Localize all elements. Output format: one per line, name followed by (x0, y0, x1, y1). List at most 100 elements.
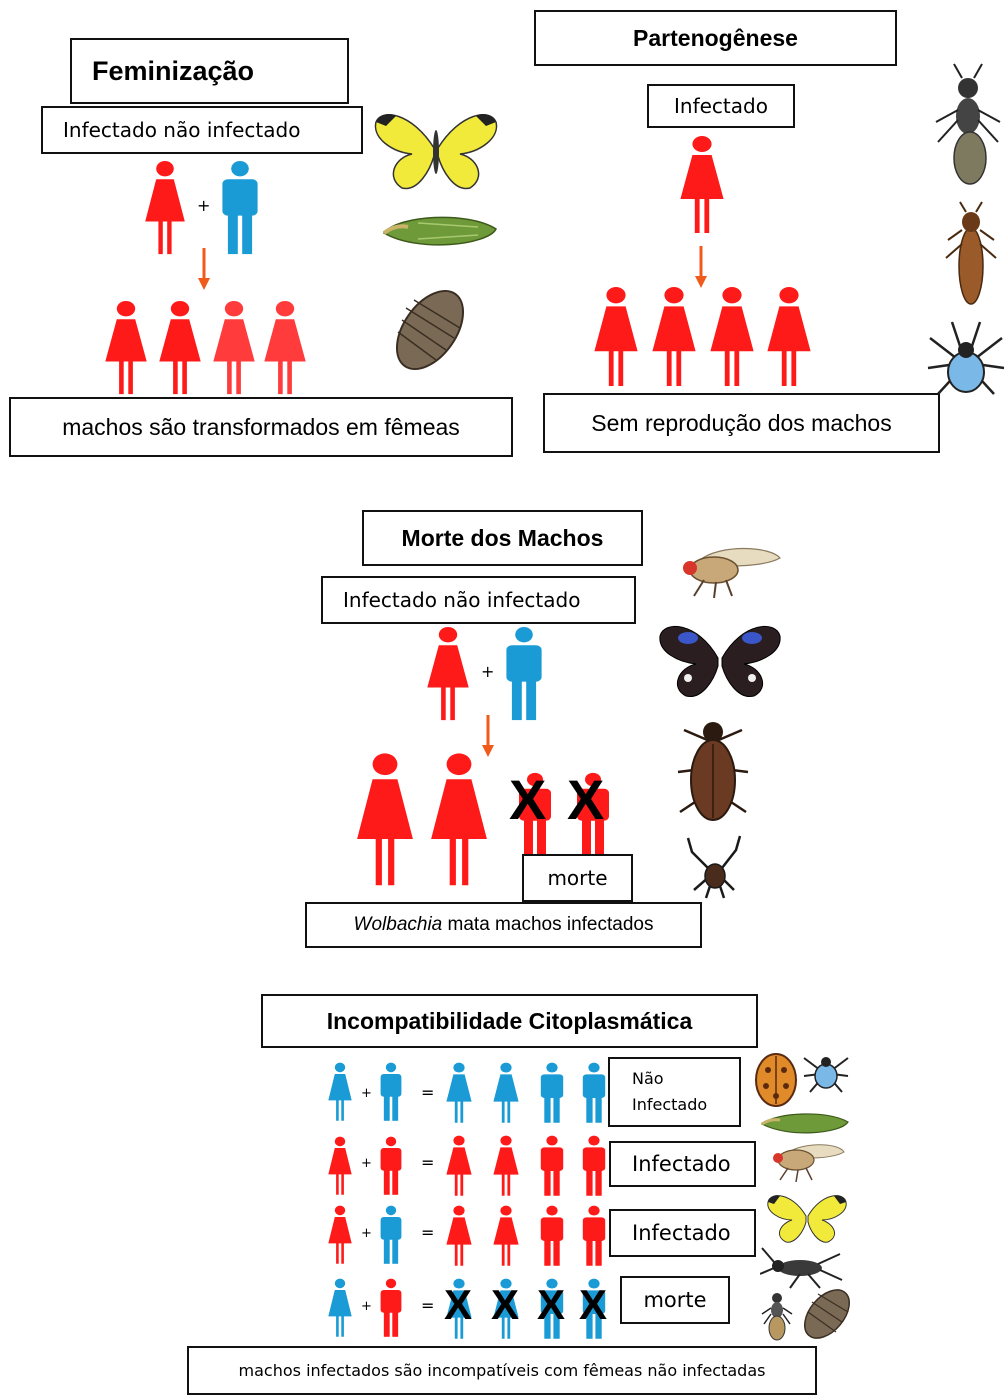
ci-caption-box: machos infectados são incompatíveis com … (187, 1346, 817, 1395)
ci-row-label-box: morte (620, 1276, 730, 1324)
ci-row-label: morte (643, 1288, 706, 1312)
death-x-mark: X (491, 1284, 519, 1326)
feminization-caption: machos são transformados em fêmeas (62, 414, 460, 441)
plus-sign: + (481, 662, 494, 681)
pseudoscorpion-icon (684, 832, 744, 902)
mite-icon (926, 318, 1006, 400)
male-infected-icon (580, 1135, 608, 1197)
ci-row-label-box: Não Infectado (608, 1057, 741, 1127)
butterfly-icon (372, 108, 500, 192)
male-killing-caption-box: Wolbachia mata machos infectados (305, 902, 702, 948)
female-infected-icon (708, 286, 756, 388)
female-infected-icon (765, 286, 813, 388)
parthenogenesis-parent-label-box: Infectado (647, 84, 795, 128)
female-infected-icon (327, 1136, 353, 1196)
male-killing-cross-label-box: Infectado não infectado (321, 576, 636, 624)
thrips-icon (944, 200, 998, 308)
feminized-male-icon (262, 300, 308, 396)
female-uninfected-icon (492, 1062, 520, 1124)
male-infected-icon (538, 1135, 566, 1197)
male-killing-cross-label: Infectado não infectado (343, 588, 580, 612)
male-infected-icon (580, 1205, 608, 1267)
feminization-cross-label: Infectado não infectado (63, 118, 300, 142)
female-infected-icon (445, 1205, 473, 1267)
feminization-cross-label-box: Infectado não infectado (41, 106, 363, 154)
male-uninfected-icon (378, 1205, 404, 1265)
female-infected-icon (650, 286, 698, 388)
female-infected-icon (492, 1205, 520, 1267)
fly-icon (762, 1138, 846, 1182)
male-killing-death-label: morte (547, 866, 607, 890)
male-infected-icon (538, 1205, 566, 1267)
male-killing-caption-italic: Wolbachia (354, 914, 443, 936)
male-infected-icon (378, 1278, 404, 1338)
male-uninfected-icon (538, 1062, 566, 1124)
death-x-mark: X (537, 1284, 565, 1326)
leafhopper-icon (378, 205, 502, 259)
ladybird-icon (752, 1048, 800, 1110)
plus-sign: + (361, 1299, 372, 1314)
woodlouse-icon (384, 278, 478, 378)
parthenogenesis-title: Partenogênese (633, 25, 798, 52)
ci-title-box: Incompatibilidade Citoplasmática (261, 994, 758, 1048)
male-uninfected-icon (580, 1062, 608, 1124)
feminization-title-box: Feminização (70, 38, 349, 104)
female-uninfected-icon (327, 1062, 353, 1122)
wasp-icon (760, 1288, 794, 1342)
wasp-icon (930, 62, 1006, 190)
feminization-caption-box: machos são transformados em fêmeas (9, 397, 513, 457)
female-infected-icon (103, 300, 149, 396)
leafhopper-icon (758, 1106, 852, 1142)
fly-icon (670, 540, 782, 600)
butterfly-icon (658, 622, 782, 700)
male-killing-title: Morte dos Machos (402, 525, 604, 552)
female-infected-icon (157, 300, 203, 396)
ci-caption: machos infectados são incompatíveis com … (239, 1361, 766, 1380)
death-x-mark: X (579, 1284, 607, 1326)
female-infected-icon (592, 286, 640, 388)
female-infected-icon (492, 1135, 520, 1197)
plus-sign: + (361, 1086, 372, 1101)
female-infected-icon (425, 626, 471, 722)
plus-sign: + (361, 1226, 372, 1241)
male-uninfected-icon (218, 160, 262, 256)
down-arrow-icon (197, 248, 211, 290)
male-uninfected-icon (502, 626, 546, 722)
ci-title: Incompatibilidade Citoplasmática (327, 1008, 693, 1035)
male-killing-title-box: Morte dos Machos (362, 510, 643, 566)
ci-row-label: Não Infectado (632, 1066, 702, 1118)
plus-sign: + (197, 196, 210, 215)
beetle-icon (670, 712, 756, 824)
feminized-male-icon (211, 300, 257, 396)
plus-sign: + (361, 1156, 372, 1171)
male-killing-caption: mata machos infectados (442, 914, 653, 936)
equals-sign: = (421, 1083, 434, 1102)
female-infected-icon (428, 752, 490, 888)
parthenogenesis-parent-label: Infectado (674, 94, 768, 118)
parthenogenesis-caption-box: Sem reprodução dos machos (543, 393, 940, 453)
male-uninfected-icon (378, 1062, 404, 1122)
female-uninfected-icon (327, 1278, 353, 1338)
male-killing-death-label-box: morte (522, 854, 633, 902)
ci-row-label-box: Infectado (609, 1141, 756, 1187)
equals-sign: = (421, 1223, 434, 1242)
ci-row-label: Infectado (632, 1152, 731, 1176)
female-infected-icon (678, 135, 726, 235)
female-infected-icon (445, 1135, 473, 1197)
butterfly-icon (766, 1192, 848, 1244)
female-infected-icon (327, 1205, 353, 1265)
ci-row-label-box: Infectado (609, 1209, 756, 1257)
female-uninfected-icon (445, 1062, 473, 1124)
feminization-title: Feminização (92, 56, 254, 87)
death-x-mark: X (567, 772, 604, 828)
death-x-mark: X (444, 1284, 472, 1326)
male-infected-icon (378, 1136, 404, 1196)
parthenogenesis-caption: Sem reprodução dos machos (591, 410, 891, 437)
female-infected-icon (354, 752, 416, 888)
parthenogenesis-title-box: Partenogênese (534, 10, 897, 66)
equals-sign: = (421, 1153, 434, 1172)
equals-sign: = (421, 1296, 434, 1315)
ci-row-label: Infectado (632, 1221, 731, 1245)
death-x-mark: X (509, 772, 546, 828)
down-arrow-icon (694, 243, 708, 291)
